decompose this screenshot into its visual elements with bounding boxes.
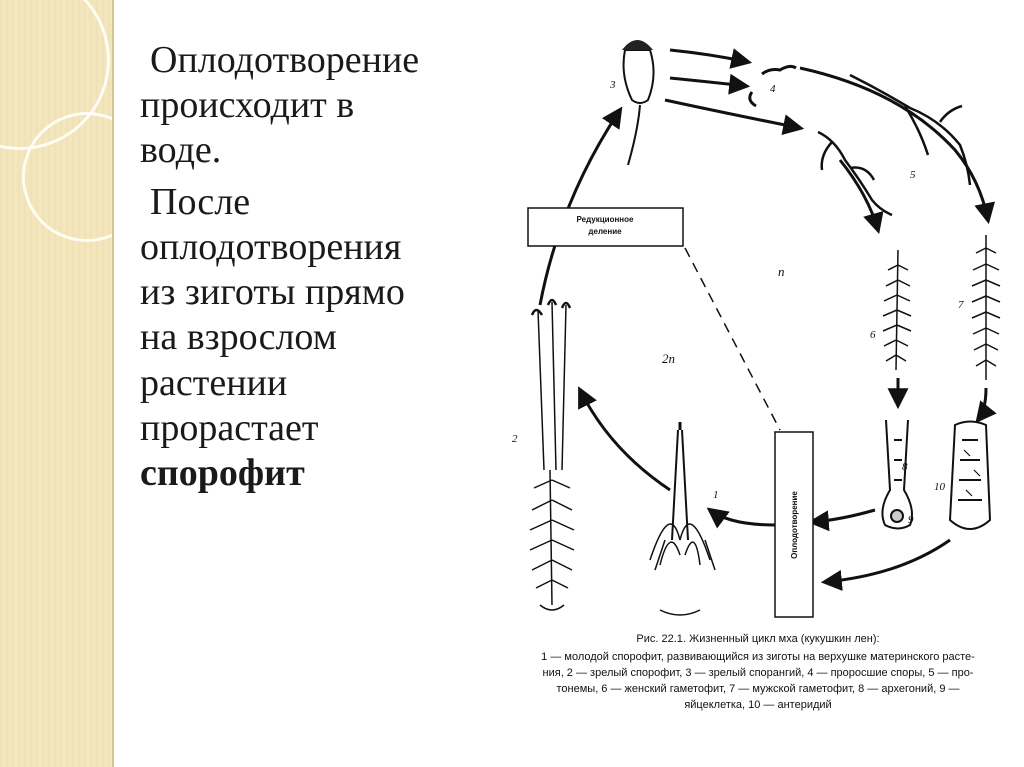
text-line: После	[140, 180, 490, 225]
caption-line: 1 — молодой спорофит, развивающийся из з…	[508, 650, 1008, 666]
text-line: происходит в	[140, 83, 490, 128]
figure-number-4: 4	[770, 83, 776, 95]
paragraph-fertilization: Оплодотворение происходит в воде.	[140, 38, 490, 174]
figure-number-2: 2	[512, 433, 518, 445]
male-gametophyte-7	[972, 235, 1000, 380]
paragraph-sporophyte: После оплодотворения из зиготы прямо на …	[140, 180, 490, 497]
slide-text: Оплодотворение происходит в воде. После …	[140, 38, 490, 502]
text-line: воде.	[140, 128, 490, 173]
text-line: растении	[140, 361, 490, 406]
text-line: Оплодотворение	[140, 38, 490, 83]
sporophyte-term: спорофит	[140, 451, 490, 496]
mature-sporophyte-2	[530, 300, 574, 610]
text-line: из зиготы прямо	[140, 270, 490, 315]
archegonium-8	[882, 420, 912, 529]
fertilization-box-label: Оплодотворение	[790, 491, 799, 559]
fertilization-box: Оплодотворение	[775, 432, 813, 617]
caption-line: ния, 2 — зрелый спорофит, 3 — зрелый спо…	[508, 666, 1008, 682]
sporangium-3	[622, 40, 654, 165]
figure-number-6: 6	[870, 329, 876, 341]
reduction-box-label-1: Редукционное	[577, 215, 634, 224]
reduction-division-box: Редукционное деление	[528, 208, 683, 246]
ploidy-label-2n: 2n	[662, 351, 675, 366]
ploidy-label-n: n	[778, 264, 785, 279]
reduction-box-label-2: деление	[588, 227, 622, 236]
figure-number-8: 8	[902, 461, 908, 473]
figure-number-9: 9	[908, 514, 914, 526]
text-line: на взрослом	[140, 315, 490, 360]
text-line: оплодотворения	[140, 225, 490, 270]
figure-number-1: 1	[713, 489, 719, 501]
figure-caption: Рис. 22.1. Жизненный цикл мха (кукушкин …	[508, 632, 1008, 714]
dashed-connector	[685, 248, 780, 430]
young-sporophyte-1	[650, 422, 715, 615]
text-line: прорастает	[140, 406, 490, 451]
cycle-arrows	[540, 50, 988, 582]
figure-number-7: 7	[958, 299, 964, 311]
decorative-sidebar	[0, 0, 112, 767]
caption-title: Рис. 22.1. Жизненный цикл мха (кукушкин …	[508, 632, 1008, 648]
sidebar-divider	[112, 0, 114, 767]
protonema-5	[818, 75, 970, 215]
figure-number-10: 10	[934, 481, 946, 493]
figure-number-3: 3	[609, 79, 616, 91]
caption-line: яйцеклетка, 10 — антеридий	[508, 698, 1008, 714]
female-gametophyte-6	[883, 250, 911, 370]
caption-line: тонемы, 6 — женский гаметофит, 7 — мужск…	[508, 682, 1008, 698]
figure-number-5: 5	[910, 169, 916, 181]
antheridium-10	[950, 422, 990, 530]
